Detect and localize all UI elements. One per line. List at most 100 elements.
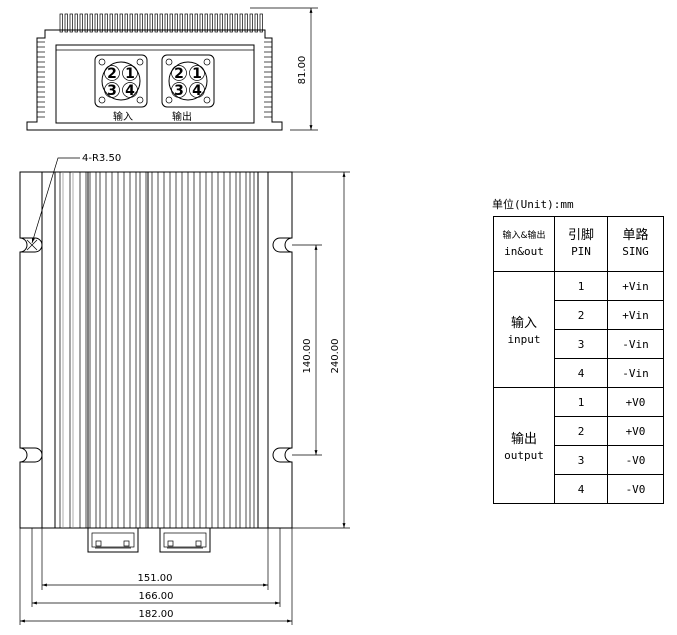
heatsink-body (54, 171, 259, 529)
table-header-row: 输入&输出 in&out 引脚 PIN 单路 SING (493, 216, 664, 272)
fin (239, 13, 243, 33)
connector-label: 输入 (113, 110, 133, 123)
fin (109, 13, 113, 33)
fin (69, 13, 73, 33)
fin (154, 13, 158, 33)
connector-input: 2 1 3 4 输入 (94, 54, 148, 123)
fin (204, 13, 208, 33)
fin (94, 13, 98, 33)
mount-slot-right-top (272, 237, 292, 253)
top-view: 2 1 3 4 输入 2 1 3 4 输出 81.00 (26, 7, 318, 131)
fin (199, 13, 203, 33)
fin (184, 13, 188, 33)
connector-pin-label: 2 (174, 66, 184, 82)
signal-cell: +V0 (607, 416, 664, 446)
table-row: 输出 output 1 +V0 (493, 387, 664, 504)
pin-cell: 3 (554, 329, 608, 359)
connector-pin-label: 2 (107, 66, 117, 82)
fin (189, 13, 193, 33)
fin (149, 13, 153, 33)
dim-height: 240.00 (330, 339, 341, 374)
table-row: 2 +V0 (494, 416, 664, 446)
header-io: 输入&输出 in&out (493, 216, 555, 272)
signal-cell: -Vin (607, 358, 664, 388)
pin-cell: 4 (554, 358, 608, 388)
fin (254, 13, 258, 33)
dim-width-inner: 151.00 (138, 573, 173, 584)
fin (219, 13, 223, 33)
pin-cell: 1 (554, 271, 608, 301)
signal-cell: -V0 (607, 445, 664, 475)
signal-cell: +Vin (607, 300, 664, 330)
unit-label: 单位(Unit):mm (492, 198, 574, 211)
fin (174, 13, 178, 33)
connector-bottom-input (87, 527, 139, 553)
fin (134, 13, 138, 33)
pin-table: 输入&输出 in&out 引脚 PIN 单路 SING 输入 input 1 +… (493, 216, 664, 504)
fin (179, 13, 183, 33)
mount-slot-right-bottom (272, 447, 292, 463)
fin (64, 13, 68, 33)
connector-pin-label: 3 (107, 83, 117, 99)
connector-pin-label: 1 (192, 66, 202, 82)
fin (84, 13, 88, 33)
fin (224, 13, 228, 33)
signal-cell: -Vin (607, 329, 664, 359)
header-sig: 单路 SING (607, 216, 664, 272)
fin (74, 13, 78, 33)
table-row: 4 -V0 (494, 474, 664, 504)
hole-note: 4-R3.50 (82, 153, 121, 164)
mount-slot-left-bottom (20, 447, 43, 463)
fin (139, 13, 143, 33)
dim-width-outer: 182.00 (139, 609, 174, 620)
connector-pin-label: 1 (125, 66, 135, 82)
connector-label: 输出 (172, 110, 192, 123)
dim-width-mid: 166.00 (139, 591, 174, 602)
connector-output: 2 1 3 4 输出 (161, 54, 215, 123)
fin (169, 13, 173, 33)
pin-cell: 2 (554, 300, 608, 330)
fin (209, 13, 213, 33)
header-pin: 引脚 PIN (554, 216, 608, 272)
front-panel (55, 44, 255, 124)
mount-slot-left-top (20, 237, 43, 253)
fin (234, 13, 238, 33)
fin (159, 13, 163, 33)
table-row: 2 +Vin (494, 300, 664, 330)
fin (124, 13, 128, 33)
plan-fins (59, 172, 255, 528)
fin (259, 13, 263, 33)
pin-cell: 1 (554, 387, 608, 417)
fin (119, 13, 123, 33)
connector-pin-label: 3 (174, 83, 184, 99)
fin (129, 13, 133, 33)
pin-cell: 2 (554, 416, 608, 446)
connector-bottom-output (159, 527, 211, 553)
side-ridges (37, 41, 272, 118)
fin (99, 13, 103, 33)
fin (79, 13, 83, 33)
fin (59, 13, 63, 33)
dim-hole-spacing: 140.00 (302, 339, 313, 374)
pin-cell: 4 (554, 474, 608, 504)
fin (214, 13, 218, 33)
signal-cell: +V0 (607, 387, 664, 417)
fin (104, 13, 108, 33)
fin (164, 13, 168, 33)
signal-cell: +Vin (607, 271, 664, 301)
pin-cell: 3 (554, 445, 608, 475)
fin (229, 13, 233, 33)
table-row: 输入 input 1 +Vin (493, 271, 664, 388)
fin (244, 13, 248, 33)
fin (114, 13, 118, 33)
group-input: 输入 input (493, 271, 555, 388)
base-plate (19, 171, 293, 529)
dim-height-top: 81.00 (297, 56, 308, 85)
table-row: 3 -Vin (494, 329, 664, 359)
heatsink-fins (59, 13, 263, 33)
fin (194, 13, 198, 33)
signal-cell: -V0 (607, 474, 664, 504)
fin (89, 13, 93, 33)
fin (144, 13, 148, 33)
